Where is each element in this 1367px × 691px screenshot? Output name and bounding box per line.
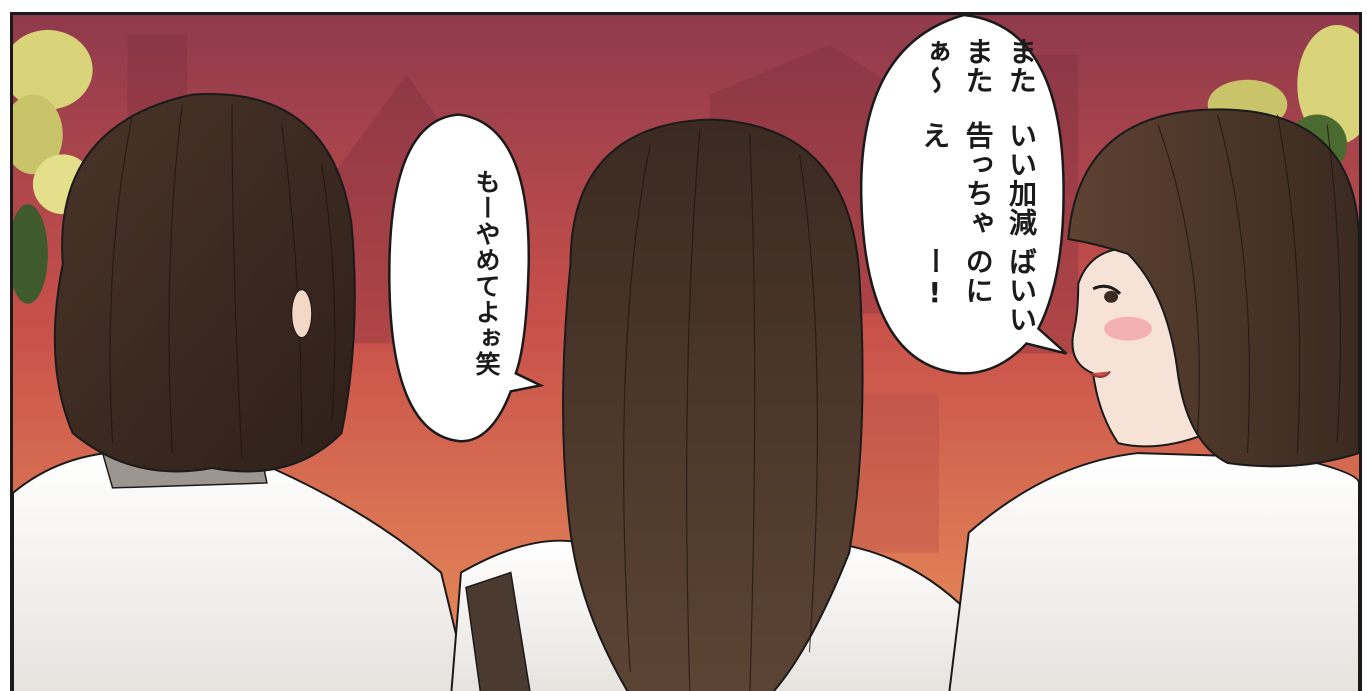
speech-bubble-right-shape xyxy=(859,15,1068,375)
speech-bubble-left-shape xyxy=(388,113,545,443)
girl-right-blush xyxy=(1104,316,1152,341)
speech-bubble-left: もーやめてよぉ笑 xyxy=(418,133,504,413)
speech-bubble-left-text: もーやめてよぉ笑 xyxy=(472,169,501,377)
girl-middle-bag-strap xyxy=(465,571,531,691)
girl-right-hair xyxy=(1067,108,1359,468)
speech-bubble-right: またまたぁ〜 いい加減告っちゃえ ばいいのにー! xyxy=(893,37,1043,347)
girl-left-shirt xyxy=(13,450,471,691)
speech-bubble-right-line-1: またまたぁ〜 xyxy=(918,37,1038,95)
girl-middle-hair xyxy=(562,118,864,691)
girl-middle xyxy=(450,118,989,691)
girl-right xyxy=(948,108,1359,691)
speech-bubble-right-line-3: ばいいのにー! xyxy=(918,246,1038,334)
girl-left-hair xyxy=(53,92,356,473)
girl-right-shirt xyxy=(948,452,1359,691)
speech-bubble-right-line-2: いい加減告っちゃえ xyxy=(918,120,1038,237)
comic-panel: もーやめてよぉ笑 またまたぁ〜 いい加減告っちゃえ ばいいのにー! xyxy=(10,12,1362,691)
girl-right-mouth xyxy=(1089,370,1111,378)
girl-right-eye xyxy=(1092,284,1122,295)
girl-left xyxy=(13,92,471,691)
girl-left-ear xyxy=(291,289,313,339)
panel-artwork xyxy=(13,15,1359,691)
